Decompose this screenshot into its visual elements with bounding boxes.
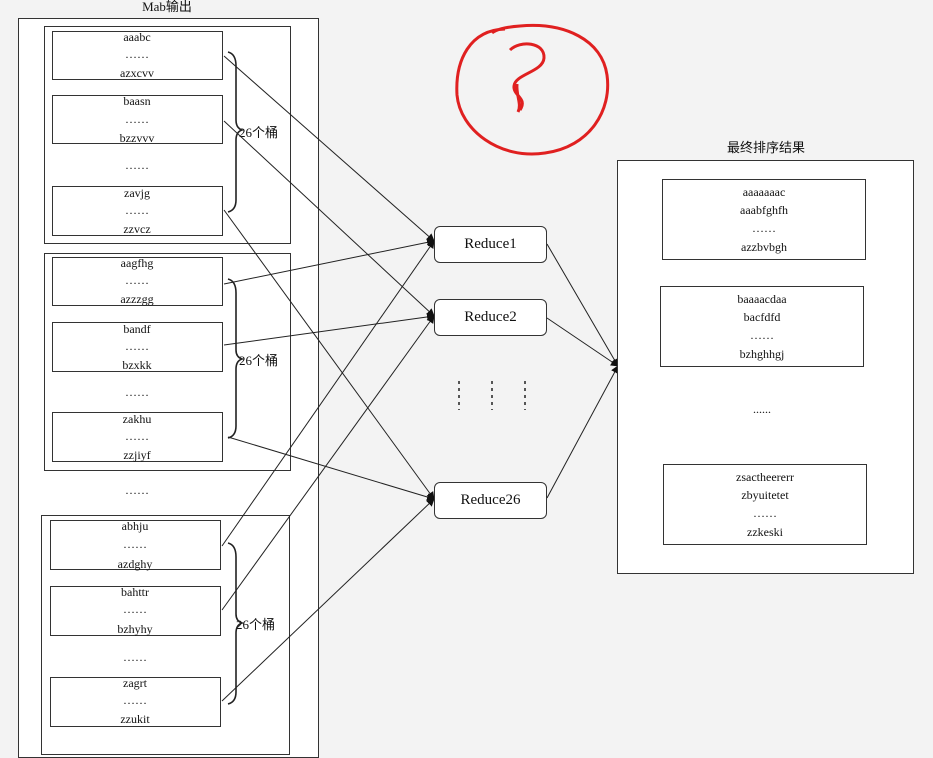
bucket-box — [50, 586, 221, 636]
bucket-box — [52, 95, 223, 144]
bucket-first: bahttr — [121, 585, 149, 599]
result-line: bacfdfd — [743, 310, 781, 324]
reducer-node-2: Reduce2 — [434, 299, 547, 336]
bucket-box — [52, 412, 223, 462]
result-line: aaabfghfh — [740, 203, 788, 217]
bucket-first: aagfhg — [120, 256, 154, 270]
bucket-gap-ellipsis: …… — [125, 385, 149, 399]
bucket-ellipsis: …… — [123, 693, 147, 707]
bucket-last: azdghy — [117, 557, 153, 571]
result-line: bzhghhgj — [739, 347, 785, 361]
bucket-box — [52, 31, 223, 80]
bucket-first: baasn — [123, 94, 151, 108]
connector-lines — [221, 23, 619, 705]
bucket-last: bzzvvv — [119, 131, 155, 145]
bucket-ellipsis: …… — [123, 602, 147, 616]
bucket-ellipsis: …… — [123, 537, 147, 551]
result-line: zsactheererr — [736, 470, 794, 484]
bucket-count-label: 26个桶 — [239, 125, 279, 140]
bucket-ellipsis: …… — [125, 429, 149, 443]
result-box — [662, 179, 866, 260]
reducer-node-1: Reduce1 — [434, 226, 547, 263]
result-line: zbyuitetet — [741, 488, 789, 502]
bucket-box — [52, 257, 223, 306]
bucket-last: zzjiyf — [123, 448, 151, 462]
bucket-count-label: 26个桶 — [236, 617, 276, 632]
result-line: …… — [753, 506, 777, 520]
bucket-last: azzzgg — [120, 292, 154, 306]
red-circle-annotation — [455, 23, 610, 156]
bucket-gap-ellipsis: …… — [123, 650, 147, 664]
map-output-title: Mab输出 — [142, 0, 192, 14]
bucket-last: zzukit — [120, 712, 150, 726]
result-line: baaaacdaa — [737, 292, 787, 306]
result-gap-ellipsis: ...... — [753, 402, 771, 416]
result-box — [660, 286, 864, 367]
bucket-first: bandf — [123, 322, 151, 336]
bucket-gap-ellipsis: …… — [125, 158, 149, 172]
bucket-count-label: 26个桶 — [239, 353, 279, 368]
bucket-first: zakhu — [122, 412, 152, 426]
bucket-last: bzxkk — [122, 358, 152, 372]
red-question-mark — [508, 42, 546, 113]
result-line: azzbvbgh — [741, 240, 787, 254]
bucket-box — [50, 520, 221, 570]
result-line: …… — [750, 328, 774, 342]
bucket-box — [52, 186, 223, 236]
bucket-last: zzvcz — [123, 222, 151, 236]
bucket-first: aaabc — [123, 30, 151, 44]
bucket-box — [50, 677, 221, 727]
bucket-last: bzhyhy — [117, 622, 153, 636]
group-gap-ellipsis: …… — [125, 483, 149, 497]
bucket-last: azxcvv — [120, 66, 154, 80]
bucket-ellipsis: …… — [125, 273, 149, 287]
result-box — [663, 464, 867, 545]
shuffle-arrows — [221, 55, 619, 702]
bucket-first: zagrt — [123, 676, 147, 690]
final-result-title: 最终排序结果 — [726, 140, 806, 155]
bucket-box — [52, 322, 223, 372]
result-line: zzkeski — [747, 525, 783, 539]
bucket-ellipsis: …… — [125, 112, 149, 126]
bucket-ellipsis: …… — [125, 339, 149, 353]
reducer-node-26: Reduce26 — [434, 482, 547, 519]
result-line: aaaaaaac — [742, 185, 786, 199]
bucket-braces — [227, 51, 245, 705]
result-line: …… — [752, 221, 776, 235]
bucket-first: zavjg — [124, 186, 150, 200]
bucket-ellipsis: …… — [125, 203, 149, 217]
reducer-ellipsis-dots — [458, 381, 526, 410]
bucket-first: abhju — [121, 519, 149, 533]
bucket-ellipsis: …… — [125, 47, 149, 61]
